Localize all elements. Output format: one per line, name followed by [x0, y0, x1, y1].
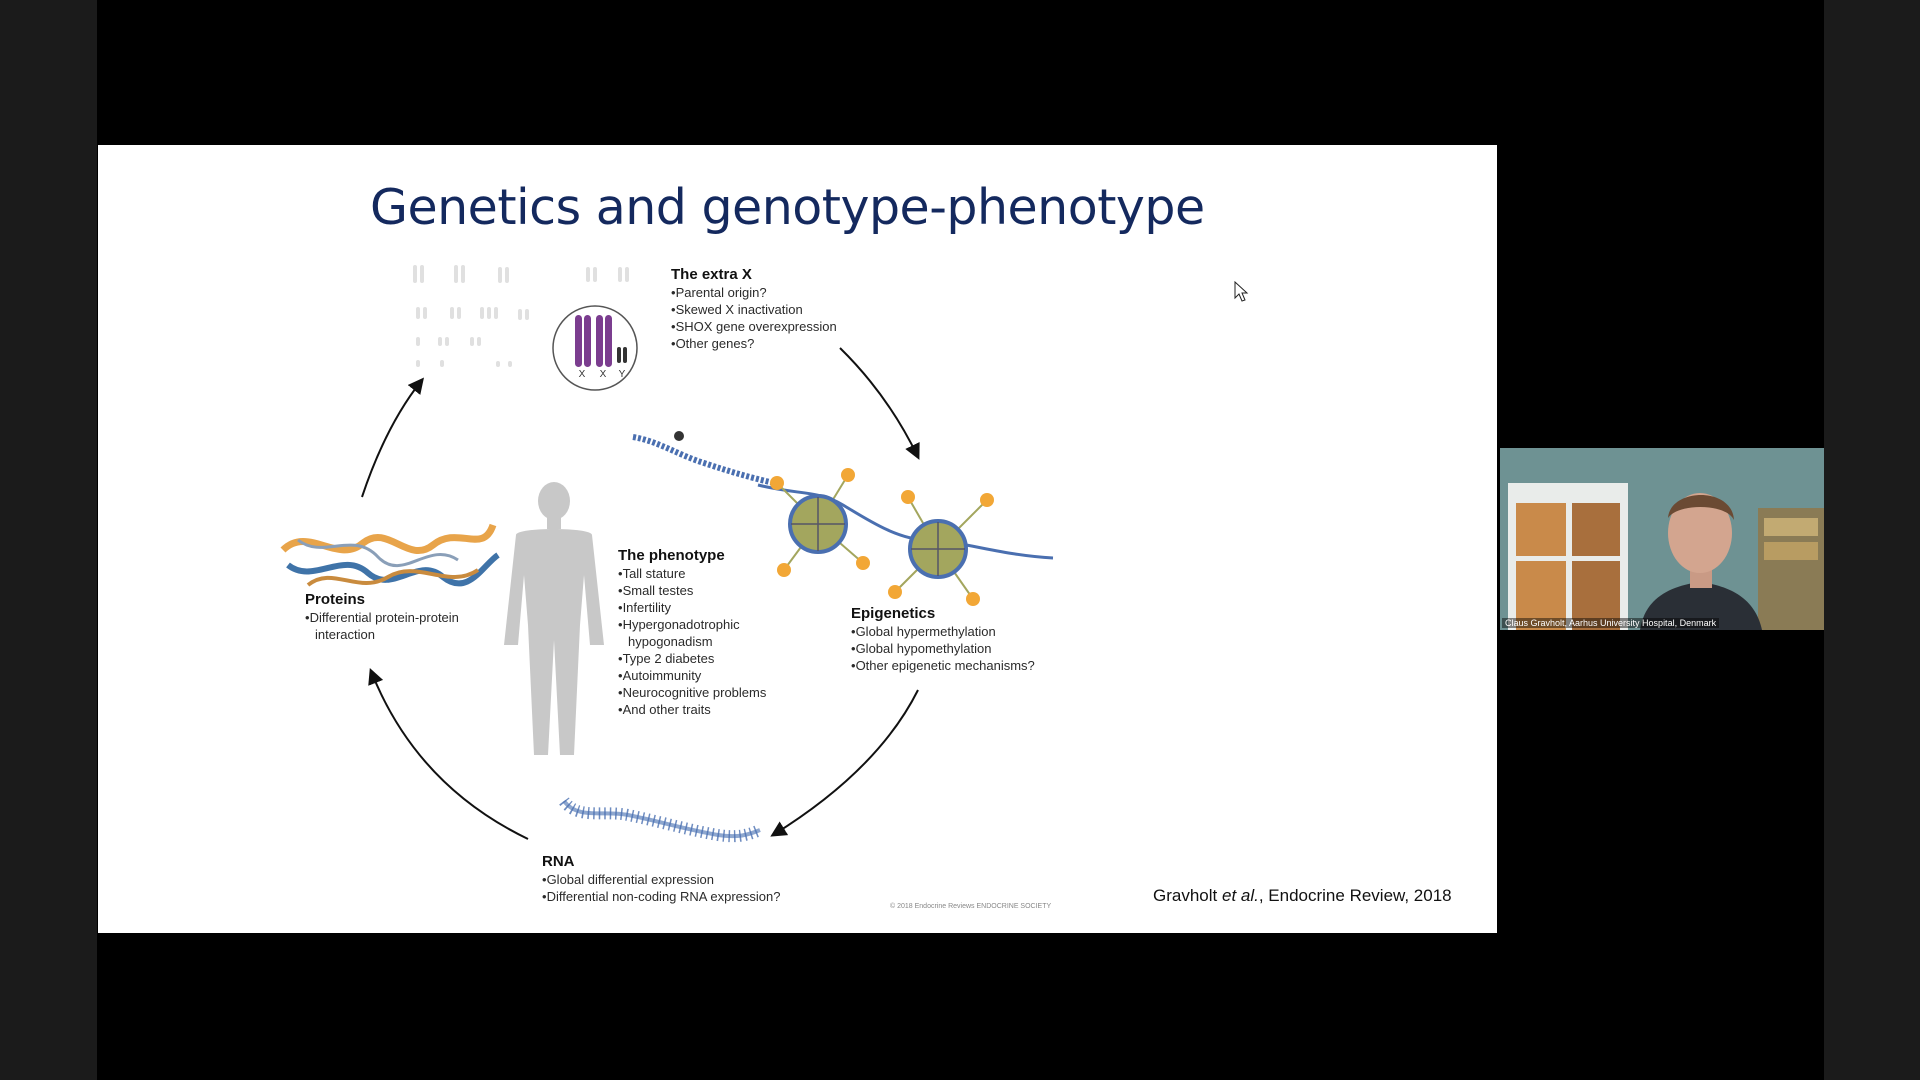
- participant-name-label: Claus Gravholt, Aarhus University Hospit…: [1502, 618, 1720, 628]
- proteins-block: Proteins Differential protein-protein in…: [305, 591, 459, 643]
- mouse-cursor-icon: [1234, 281, 1249, 302]
- karyotype-label-x2: X: [600, 369, 607, 380]
- phenotype-item: Autoimmunity: [618, 667, 766, 684]
- extra-x-item: SHOX gene overexpression: [671, 318, 837, 335]
- phenotype-block: The phenotype Tall stature Small testes …: [618, 547, 766, 718]
- citation: Gravholt et al., Endocrine Review, 2018: [1153, 886, 1452, 906]
- arrow-to-epigenetics: [839, 347, 920, 460]
- karyotype-label-x1: X: [579, 369, 586, 380]
- extra-x-block: The extra X Parental origin? Skewed X in…: [671, 266, 837, 352]
- arrow-to-proteins: [368, 668, 529, 840]
- extra-x-item: Other genes?: [671, 335, 837, 352]
- phenotype-item: Tall stature: [618, 565, 766, 582]
- rna-item: Global differential expression: [542, 871, 780, 888]
- citation-author: Gravholt: [1153, 886, 1218, 905]
- phenotype-item: Small testes: [618, 582, 766, 599]
- phenotype-item: hypogonadism: [628, 634, 713, 649]
- extra-x-heading: The extra X: [671, 266, 752, 283]
- slide: Genetics and genotype-phenotype: [98, 145, 1497, 933]
- proteins-item: interaction: [315, 627, 375, 642]
- karyotype-faded: [413, 265, 629, 367]
- phenotype-item: Hypergonadotrophic: [618, 616, 766, 633]
- citation-rest: , Endocrine Review, 2018: [1258, 886, 1452, 905]
- rna-heading: RNA: [542, 853, 575, 870]
- citation-etal: et al.: [1221, 886, 1259, 905]
- phenotype-item: Neurocognitive problems: [618, 684, 767, 701]
- phenotype-item: And other traits: [618, 701, 766, 718]
- karyotype-xxy-circle: [552, 305, 638, 391]
- dna-nucleosome-illustration: [632, 431, 1054, 606]
- rna-item: Differential non-coding RNA expression?: [542, 888, 781, 905]
- protein-structure-illustration: [280, 523, 500, 587]
- participant-video-tile[interactable]: Claus Gravholt, Aarhus University Hospit…: [1500, 448, 1824, 630]
- phenotype-item: Type 2 diabetes: [618, 650, 766, 667]
- human-silhouette: [504, 482, 604, 755]
- karyotype-label-y: Y: [619, 369, 626, 380]
- extra-x-item: Skewed X inactivation: [671, 301, 837, 318]
- rna-strand-illustration: [559, 796, 763, 843]
- epigenetics-item: Other epigenetic mechanisms?: [851, 657, 1035, 674]
- epigenetics-item: Global hypomethylation: [851, 640, 1035, 657]
- extra-x-item: Parental origin?: [671, 284, 837, 301]
- participant-video-feed: [1500, 448, 1824, 630]
- phenotype-item: Infertility: [618, 599, 766, 616]
- arrow-to-rna: [770, 689, 919, 837]
- phenotype-heading: The phenotype: [618, 547, 725, 564]
- slide-title: Genetics and genotype-phenotype: [370, 179, 1205, 236]
- epigenetics-item: Global hypermethylation: [851, 623, 1035, 640]
- proteins-heading: Proteins: [305, 591, 366, 608]
- genotype-phenotype-diagram: X X Y: [280, 265, 1054, 843]
- figure-copyright: © 2018 Endocrine Reviews ENDOCRINE SOCIE…: [890, 903, 1052, 910]
- epigenetics-heading: Epigenetics: [851, 605, 936, 622]
- rna-block: RNA Global differential expression Diffe…: [542, 853, 780, 905]
- proteins-item: Differential protein-protein: [305, 609, 459, 626]
- epigenetics-block: Epigenetics Global hypermethylation Glob…: [851, 605, 1035, 674]
- arrow-to-extra-x: [361, 377, 424, 498]
